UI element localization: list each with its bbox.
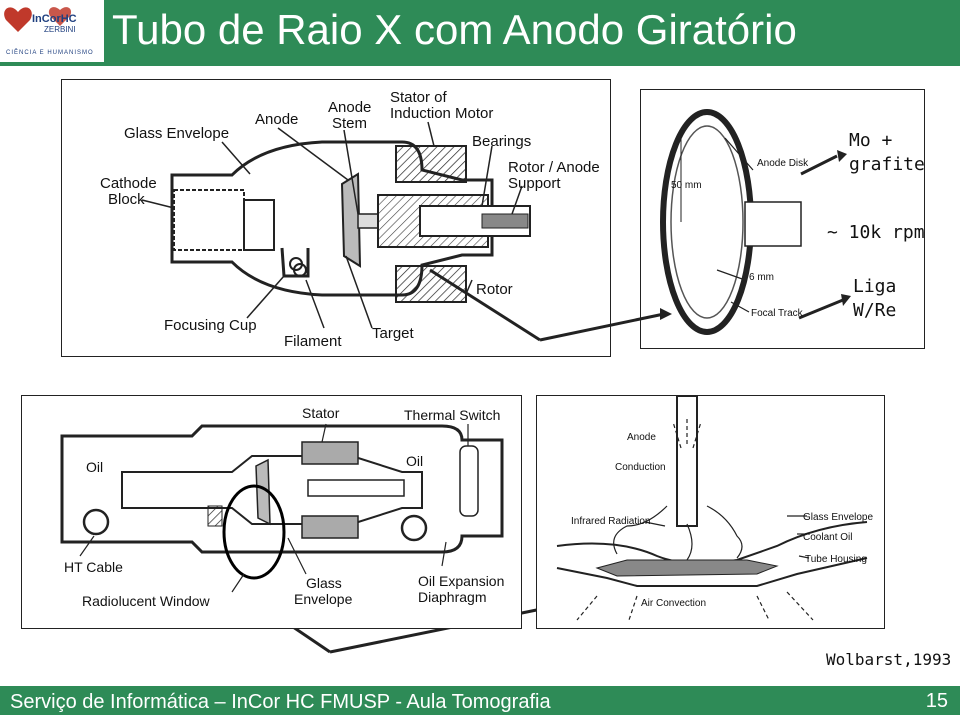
label-conduction: Conduction [615,462,666,473]
logo-name: InCorHC [32,13,77,25]
glass-envelope-outline [170,140,494,297]
filament-coil-2 [293,263,307,277]
cathode-shape [243,199,275,251]
label-glass-envelope: Glass Envelope [124,125,229,142]
ht-cable-left [82,508,110,536]
bearing-shaft [481,213,529,229]
label-radiolucent-window: Radiolucent Window [82,593,211,609]
arrow-alloy-head [841,294,851,306]
label-oil-expansion-1: Oil Expansion [418,573,504,589]
housing-inner-tube [121,455,423,525]
label-bearings: Bearings [472,133,531,150]
arrow-alloy [798,298,844,320]
thermal-switch-shape [459,445,479,517]
label-track-width: 6 mm [749,272,774,283]
housing-cathode [207,505,223,527]
anode-disk-diagram: Anode Disk 50 mm 6 mm Focal Track Mo + g… [660,109,925,335]
cooling-housing [556,557,868,587]
focusing-cup-shape [280,247,310,278]
label-focal-track: Focal Track [751,308,804,319]
housing-anode [255,458,271,526]
label-diameter: 50 mm [671,180,702,191]
label-speed: ~ 10k rpm [827,222,924,243]
label-alloy-2: W/Re [853,300,896,321]
label-thermal-switch: Thermal Switch [404,407,500,423]
label-anode: Anode [627,432,656,443]
label-alloy: Liga [853,276,896,297]
radiolucent-window-circle [222,484,286,580]
cooling-oil-layer [595,559,779,577]
arrow-material-head [837,150,847,162]
housing-diagram-panel: Stator Thermal Switch Oil Oil HT Cable R… [21,395,522,629]
label-stator-1: Stator of [390,89,448,106]
label-tube-housing: Tube Housing [805,554,867,565]
slide-header: InCorHC ZERBINI CIÊNCIA E HUMANISMO Tubo… [0,0,960,66]
arrow-material [800,154,838,176]
tube-diagram: Glass Envelope Anode Anode Stem Stator o… [100,89,600,350]
connector-top-head [660,308,672,320]
anode-disk-panel: Anode Disk 50 mm 6 mm Focal Track Mo + g… [640,89,925,349]
cooling-diagram-panel: Anode Conduction Infrared Radiation Glas… [536,395,885,629]
disk-stem [744,201,802,247]
label-oil-expansion-2: Diaphragm [418,589,486,605]
label-glass-envelope: Glass Envelope [803,512,873,523]
housing-diagram: Stator Thermal Switch Oil Oil HT Cable R… [60,405,504,609]
connector-top-2 [539,312,665,342]
connector-top-1 [429,268,541,342]
label-rotor: Rotor [476,281,513,298]
incor-logo: InCorHC ZERBINI CIÊNCIA E HUMANISMO [0,0,106,62]
label-rotor-support-1: Rotor / Anode [508,159,600,176]
label-focusing-cup: Focusing Cup [164,317,257,334]
label-anode: Anode [255,111,298,128]
label-stator: Stator [302,405,340,421]
label-oil-left: Oil [86,459,103,475]
disk-inner-ring [670,125,744,319]
label-glass-envelope-2: Envelope [294,591,353,607]
cooling-diagram: Anode Conduction Infrared Radiation Glas… [556,395,873,621]
label-rotor-support-2: Support [508,175,561,192]
housing-stator-top [301,441,359,465]
logo-sub: ZERBINI [44,25,76,34]
label-oil-right: Oil [406,453,423,469]
label-target: Target [372,325,415,342]
label-ht-cable: HT Cable [64,559,123,575]
label-anode-stem-1: Anode [328,99,371,116]
label-cathode-1: Cathode [100,175,157,192]
label-anode-stem-2: Stem [332,115,367,132]
ht-cable-right [400,514,428,542]
credit-text: Wolbarst,1993 [826,650,952,669]
label-filament: Filament [284,333,342,350]
heart-logo-icon: InCorHC ZERBINI CIÊNCIA E HUMANISMO [4,7,94,56]
label-material-2: grafite [849,154,924,175]
label-coolant-oil: Coolant Oil [803,532,852,543]
label-air-convection: Air Convection [641,598,706,609]
slide-title: Tubo de Raio X com Anodo Giratório [112,6,797,53]
label-anode-disk: Anode Disk [757,158,809,169]
slide-footer: Serviço de Informática – InCor HC FMUSP … [0,686,960,715]
label-stator-2: Induction Motor [390,105,493,122]
housing-outline [60,424,504,554]
label-glass-envelope-1: Glass [306,575,342,591]
label-material: Mo + [849,130,893,151]
housing-stator-bottom [301,515,359,539]
label-cathode-2: Block [108,191,145,208]
tube-diagram-panel: Glass Envelope Anode Anode Stem Stator o… [61,79,611,357]
footer-text: Serviço de Informática – InCor HC FMUSP … [10,691,551,713]
page-number: 15 [925,690,948,712]
logo-motto: CIÊNCIA E HUMANISMO [6,48,94,56]
cooling-anode-shaft [676,395,698,527]
label-infrared: Infrared Radiation [571,516,651,527]
housing-rotor [307,479,405,497]
stator-top [395,145,467,183]
